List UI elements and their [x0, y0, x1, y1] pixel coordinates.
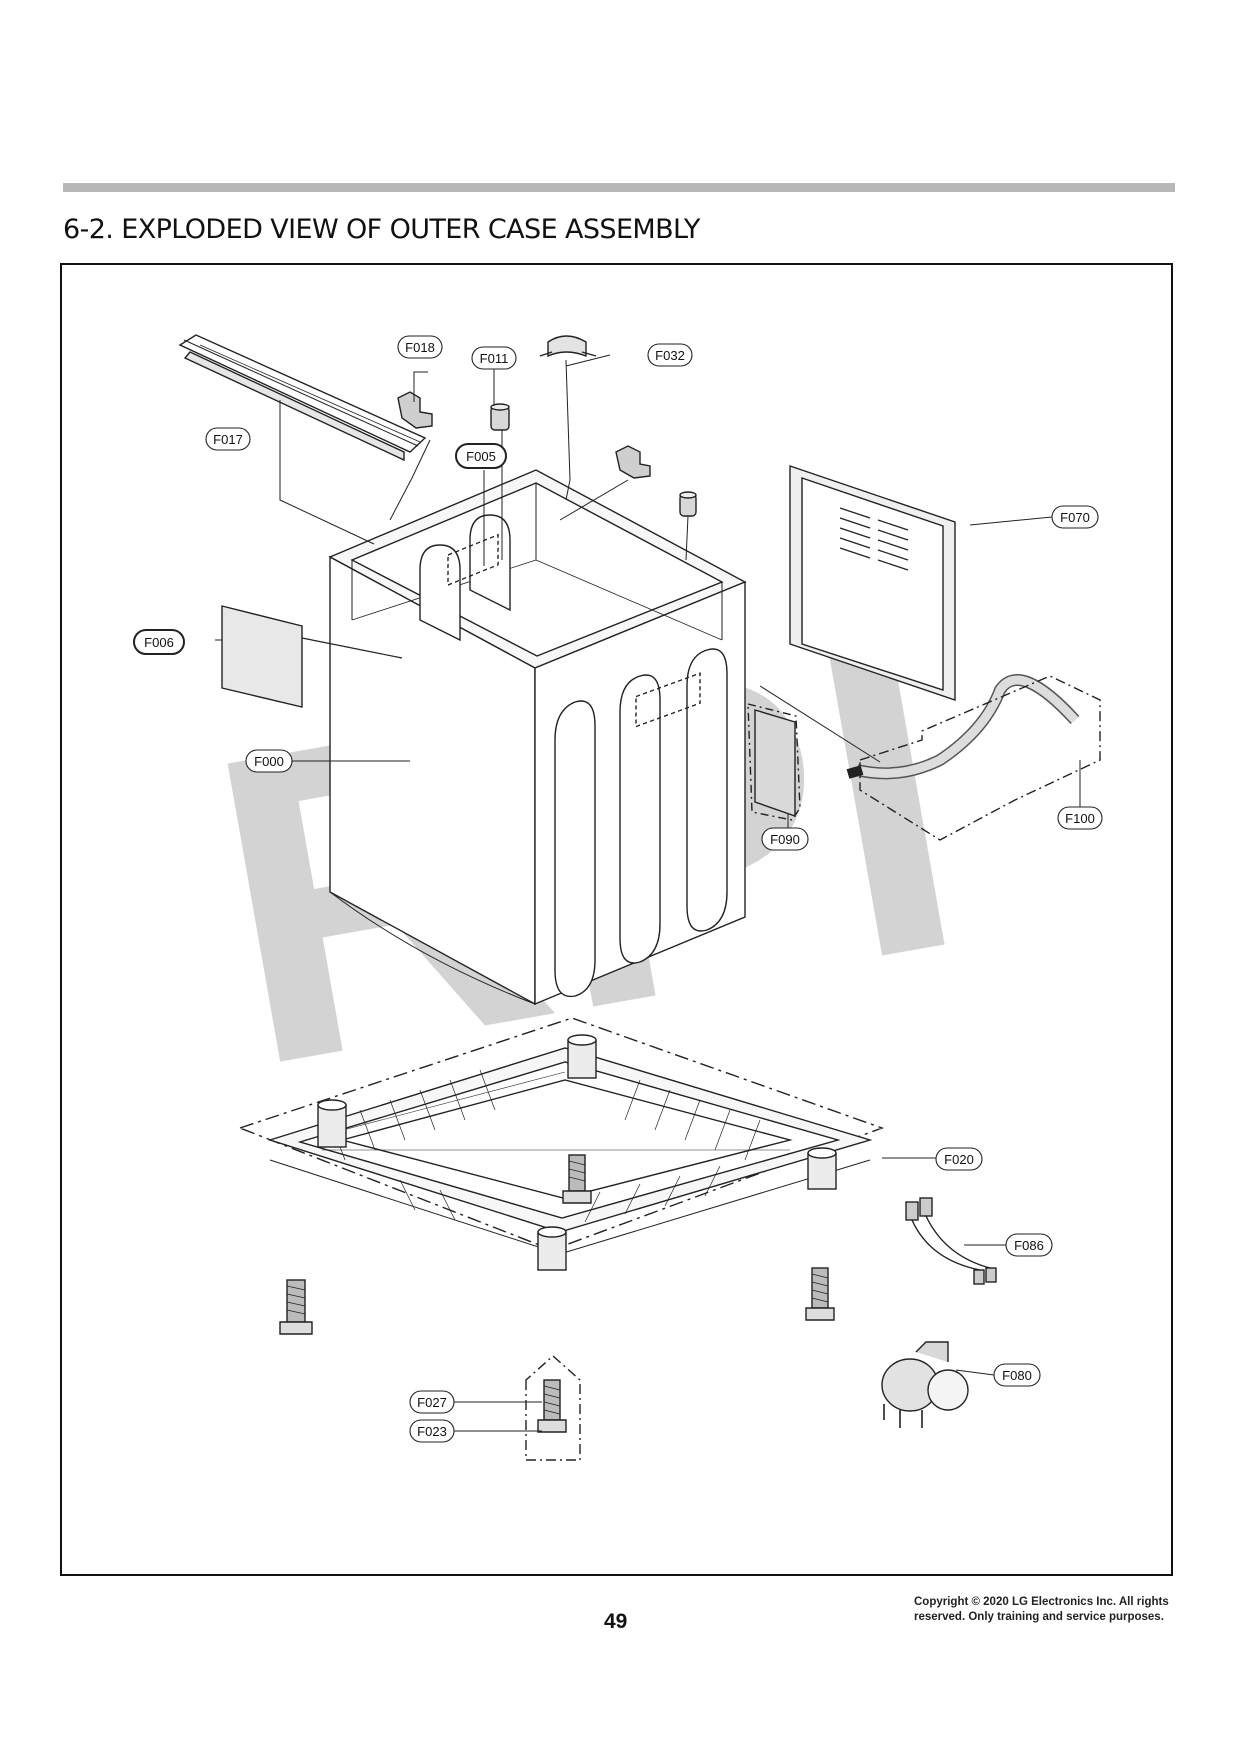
label-f023: F023 — [409, 1419, 455, 1443]
top-rail-part — [178, 334, 427, 462]
svg-text:F006: F006 — [144, 635, 174, 650]
drain-hose-part — [846, 674, 1101, 841]
cabinet-part — [328, 469, 747, 1006]
svg-text:F000: F000 — [254, 754, 284, 769]
label-f011: F011 — [471, 346, 517, 370]
label-f080: F080 — [993, 1363, 1041, 1387]
svg-text:F090: F090 — [770, 832, 800, 847]
svg-text:F027: F027 — [417, 1395, 447, 1410]
header-rule — [63, 183, 1175, 192]
bumper-part — [490, 403, 697, 517]
label-f032: F032 — [647, 343, 693, 367]
svg-text:F080: F080 — [1002, 1368, 1032, 1383]
clamp-part — [539, 335, 597, 358]
diagram-frame — [60, 263, 1173, 1576]
label-f020: F020 — [935, 1147, 983, 1171]
svg-text:F086: F086 — [1014, 1238, 1044, 1253]
label-f005: F005 — [455, 443, 507, 469]
svg-text:F005: F005 — [466, 449, 496, 464]
svg-text:F100: F100 — [1065, 811, 1095, 826]
svg-text:F070: F070 — [1060, 510, 1090, 525]
svg-text:F011: F011 — [480, 351, 509, 366]
bracket-part — [397, 391, 651, 479]
label-f100: F100 — [1057, 806, 1103, 830]
side-panel-part — [221, 605, 403, 708]
back-cover-part — [789, 465, 956, 701]
svg-text:F018: F018 — [405, 340, 435, 355]
copyright-notice: Copyright © 2020 LG Electronics Inc. All… — [914, 1595, 1204, 1625]
svg-text:F032: F032 — [655, 348, 685, 363]
label-f070: F070 — [1051, 505, 1099, 529]
page-number: 49 — [604, 1610, 628, 1633]
copyright-line-1: Copyright © 2020 LG Electronics Inc. All… — [914, 1596, 1169, 1608]
svg-text:F020: F020 — [944, 1152, 974, 1167]
label-f000: F000 — [245, 749, 293, 773]
label-f090: F090 — [761, 827, 809, 851]
label-f027: F027 — [409, 1390, 455, 1414]
copyright-line-2: reserved. Only training and service purp… — [914, 1611, 1164, 1623]
wire-harness-part — [905, 1197, 997, 1285]
base-frame-part — [237, 1017, 885, 1271]
label-f006: F006 — [133, 629, 185, 655]
svg-text:F017: F017 — [213, 432, 243, 447]
label-f017: F017 — [205, 427, 251, 451]
switch-part — [747, 703, 801, 821]
svg-text:F023: F023 — [417, 1424, 447, 1439]
label-f086: F086 — [1005, 1233, 1053, 1257]
page-title: 6-2. EXPLODED VIEW OF OUTER CASE ASSEMBL… — [63, 214, 700, 245]
leader-lines — [215, 354, 1081, 1432]
leveling-foot-part — [279, 1154, 835, 1461]
drain-pump-part — [881, 1341, 969, 1428]
label-f018: F018 — [397, 335, 443, 359]
